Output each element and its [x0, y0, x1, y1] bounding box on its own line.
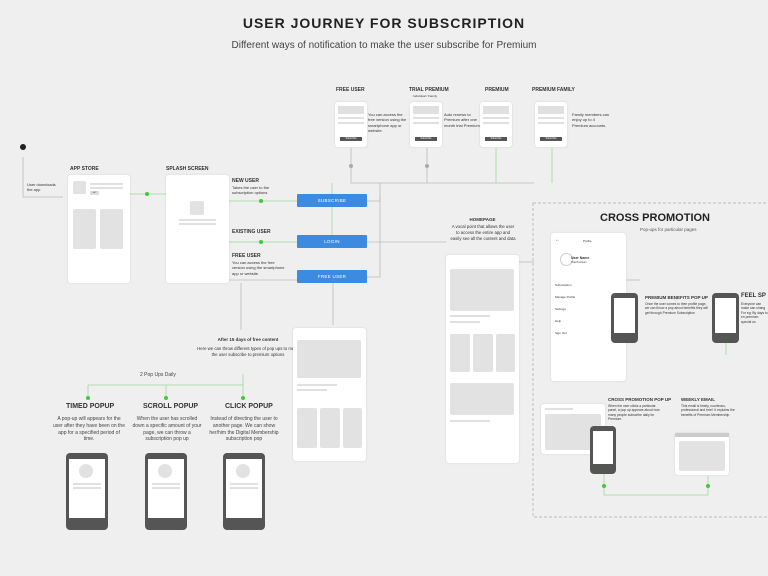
- app-store-screen: GET: [68, 175, 130, 283]
- plan-label: PREMIUM FAMILY: [532, 87, 575, 93]
- profile-menu: Subscription Manage Profile Settings Hel…: [555, 279, 575, 339]
- menu-item-help[interactable]: Help: [555, 319, 562, 323]
- plan-label: FREE USER: [336, 87, 365, 93]
- plan-card: Subscribe: [535, 102, 567, 147]
- timed-popup-desc: A pop-up will appears for the user after…: [53, 416, 125, 443]
- plan-card: Subscribe: [335, 102, 367, 147]
- plan-label: PREMIUM: [485, 87, 509, 93]
- scroll-popup-phone: [145, 453, 187, 530]
- scroll-popup-desc: When the user has scrolled down a specif…: [132, 416, 202, 443]
- cross-promotion-subtitle: Pop-ups for particular pages: [640, 227, 697, 232]
- app-store-label: APP STORE: [70, 166, 99, 172]
- daily-popups-label: 2 Pop Ups Daily: [140, 372, 176, 378]
- menu-item-settings[interactable]: Settings: [555, 307, 566, 311]
- email-window: [675, 433, 729, 475]
- avatar: [560, 253, 573, 266]
- feel-special-phone: [712, 293, 739, 343]
- timed-popup-phone: [66, 453, 108, 530]
- plan-card: Subscribe: [410, 102, 442, 147]
- back-arrow-icon[interactable]: ←: [555, 237, 560, 243]
- existing-user-label: EXISTING USER: [232, 229, 271, 235]
- benefits-desc: Once the user comes to their profile pag…: [645, 302, 708, 315]
- new-user-label: NEW USER: [232, 178, 259, 184]
- cross-popup-label: CROSS PROMOTION POP UP: [608, 397, 672, 402]
- free-user-button[interactable]: FREE USER: [297, 270, 367, 283]
- user-name: User Name: [571, 256, 590, 260]
- feel-special-desc: Everyone can make can chang For eg: By d…: [741, 302, 768, 324]
- new-user-desc: Takes the user to the subscription optio…: [232, 185, 270, 196]
- menu-item-subscription[interactable]: Subscription: [555, 283, 572, 287]
- plan-sublabel: Individual / Family: [413, 94, 438, 98]
- free-content-screen: [293, 328, 366, 461]
- homepage-desc: A vocal point that allows the user to ac…: [450, 224, 516, 241]
- subscribe-button[interactable]: Subscribe: [415, 137, 437, 141]
- click-popup-phone: [223, 453, 265, 530]
- plan-desc: You can access the free version using th…: [368, 112, 407, 134]
- scroll-popup-label: SCROLL POPUP: [143, 403, 199, 410]
- plan-desc: Family members can enjoy up to 4 Premium…: [572, 112, 610, 128]
- user-plan: Trial Premium: [571, 261, 587, 264]
- get-button[interactable]: GET: [90, 191, 99, 195]
- start-note: User downloads the app: [27, 182, 56, 193]
- weekly-email-label: WEEKLY EMAIL: [681, 397, 716, 402]
- page-subtitle: Different ways of notification to make t…: [231, 40, 537, 51]
- free-content-desc: Here we can throw different types of pop…: [197, 346, 299, 357]
- cross-popup-desc: When the user clicks a particular panel,…: [608, 404, 660, 422]
- subscribe-button[interactable]: SUBSCRIBE: [297, 194, 367, 207]
- click-popup-desc: Instead of directing the user to another…: [209, 416, 279, 443]
- timed-popup-label: TIMED POPUP: [66, 403, 115, 410]
- plan-desc: Auto renews to Premium after one month t…: [444, 112, 480, 128]
- plan-card: Subscribe: [480, 102, 512, 147]
- feel-special-label: FEEL SP: [741, 293, 766, 299]
- cross-popup-phone: [590, 426, 616, 474]
- homepage-screen: [446, 255, 519, 463]
- profile-header: Profile: [583, 239, 592, 243]
- free-user-desc: You can access the free version using th…: [232, 260, 285, 276]
- benefits-phone: [611, 293, 638, 343]
- location-pin-icon: [19, 148, 27, 156]
- menu-item-sign-out[interactable]: Sign Out: [555, 331, 567, 335]
- page-title: USER JOURNEY FOR SUBSCRIPTION: [242, 15, 526, 31]
- subscribe-button[interactable]: Subscribe: [540, 137, 562, 141]
- subscribe-button[interactable]: Subscribe: [340, 137, 362, 141]
- splash-screen: [166, 175, 229, 283]
- click-popup-label: CLICK POPUP: [225, 403, 273, 410]
- free-user-label: FREE USER: [232, 253, 261, 259]
- weekly-email-desc: This email is timely, courteous, profess…: [681, 404, 735, 417]
- free-content-label: After 15 days of free content: [217, 337, 279, 342]
- homepage-label: HOMEPAGE: [469, 217, 496, 222]
- plan-label: TRIAL PREMIUM: [409, 87, 449, 93]
- menu-item-manage-profile[interactable]: Manage Profile: [555, 295, 576, 299]
- cross-promotion-title: CROSS PROMOTION: [600, 212, 711, 224]
- login-button[interactable]: LOGIN: [297, 235, 367, 248]
- benefits-label: PREMIUM BENEFITS POP UP: [645, 295, 708, 300]
- splash-label: SPLASH SCREEN: [166, 166, 209, 172]
- subscribe-button[interactable]: Subscribe: [485, 137, 507, 141]
